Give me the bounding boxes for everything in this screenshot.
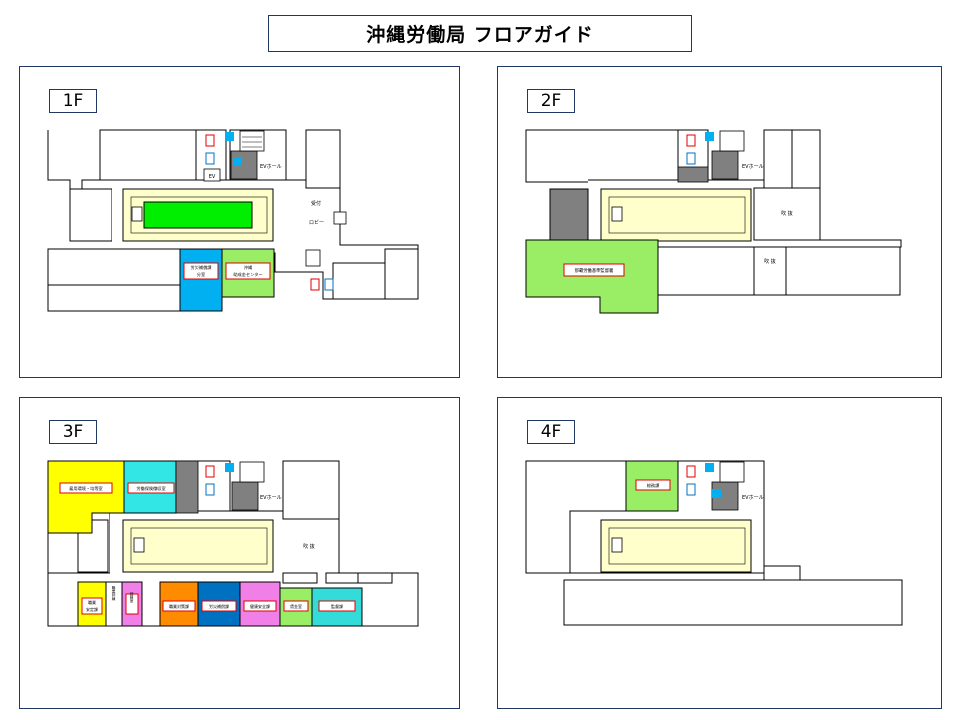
fukinuke-label: 吹 抜 xyxy=(303,543,315,550)
restroom-female-icon xyxy=(686,134,696,147)
room-label-shokugyou-kunren: 職業訓練 xyxy=(111,585,116,601)
restroom-male-icon xyxy=(686,483,696,496)
gray-room xyxy=(549,188,589,242)
floor-label-3f: 3F xyxy=(49,420,97,444)
reception-label: 受付 xyxy=(311,200,321,207)
room-block xyxy=(77,519,109,573)
stairs-icon xyxy=(719,130,745,152)
room-label-naha-kantoku: 那覇労働基準監督署 xyxy=(575,267,614,274)
floor-label-4f: 4F xyxy=(527,420,575,444)
room-label-okinawa-center-2: 助成金センター xyxy=(233,271,262,278)
room-label-kunren-shitsu: 訓練室 xyxy=(129,591,134,603)
wheelchair-icon xyxy=(705,132,714,141)
restroom-male-icon xyxy=(205,152,215,165)
atrium-inner xyxy=(608,527,746,565)
floor-plan-1f: EV EVホール ロビー 受付 労災補償課 分室 沖縄 助成金センター xyxy=(47,129,419,312)
floor-plan-3f: 雇用環境・均等室 労働保険徴収室 EVホール 吹 抜 職業 安定課 職業訓練 訓… xyxy=(47,460,419,627)
room-block xyxy=(332,262,386,300)
stairs-icon xyxy=(719,461,745,483)
room-block xyxy=(563,579,903,626)
wheelchair-icon xyxy=(705,463,714,472)
room-block xyxy=(282,572,318,584)
elevator xyxy=(203,168,221,182)
room-block xyxy=(305,129,341,189)
room-label-rousai-bunshitsu: 労災補償課 xyxy=(191,264,213,271)
room-block xyxy=(763,565,801,581)
restroom-female-icon xyxy=(686,465,696,478)
room-rousai-bunshitsu xyxy=(179,248,223,312)
page-title: 沖縄労働局 フロアガイド xyxy=(268,15,692,52)
room-label-rousai-hoshou: 労災補償課 xyxy=(209,603,229,609)
stair-core xyxy=(711,150,739,180)
gray-room xyxy=(677,166,709,183)
ev-label: EV xyxy=(209,174,216,180)
fukinuke-label: 吹 抜 xyxy=(781,210,793,217)
room-label-chingin: 賃金室 xyxy=(290,603,302,609)
room-label-soumu: 総務課 xyxy=(647,482,660,489)
floor-panel-1f: 1F EV EVホー xyxy=(19,66,460,378)
floor-panel-3f: 3F 雇用環境・均等室 労働保険徴収室 EVホール 吹 抜 xyxy=(19,397,460,709)
room-block xyxy=(753,187,821,241)
stairs-icon xyxy=(611,537,623,553)
stairs-icon xyxy=(239,461,265,483)
green-pool xyxy=(143,201,253,229)
fukinuke-label: 吹 抜 xyxy=(764,258,776,265)
room-block xyxy=(785,246,901,296)
wheelchair-icon xyxy=(712,489,721,498)
floor-plan-4f: 総務課 EVホール xyxy=(525,460,903,626)
stairs-icon xyxy=(131,206,143,222)
room-label-roudou-hoken: 労働保険徴収室 xyxy=(136,485,165,492)
restroom-female-icon xyxy=(205,465,215,478)
room-block xyxy=(384,248,419,300)
wheelchair-icon xyxy=(233,157,242,166)
atrium-inner xyxy=(130,527,268,565)
floor-label-2f: 2F xyxy=(527,89,575,113)
room-block xyxy=(357,572,393,584)
room-block xyxy=(325,572,359,584)
room-block xyxy=(657,246,755,296)
restroom-female-icon xyxy=(205,134,215,147)
lobby-label: ロビー xyxy=(309,219,324,226)
room-label-koyou-kankyou: 雇用環境・均等室 xyxy=(69,485,103,492)
room-label-shokugyou-taisaku: 職業対策課 xyxy=(169,603,189,609)
gray-room xyxy=(175,460,199,514)
room-block xyxy=(753,246,787,296)
wheelchair-icon xyxy=(225,463,234,472)
ev-hall-label: EVホール xyxy=(742,495,764,501)
restroom-male-icon xyxy=(324,278,334,291)
column xyxy=(333,211,347,225)
room-label-shokugyou-antei: 職業 xyxy=(88,599,96,605)
floor-plan-2f: 那覇労働基準監督署 EVホール 吹 抜 吹 抜 xyxy=(525,129,902,314)
stairs-icon xyxy=(239,130,265,152)
room-label-rousai-bunshitsu-2: 分室 xyxy=(197,271,205,278)
stair-core xyxy=(231,481,259,511)
restroom-male-icon xyxy=(205,483,215,496)
room-block xyxy=(763,129,793,189)
stairs-icon xyxy=(611,206,623,222)
room-label-kenkou-anzen: 健康安全課 xyxy=(250,603,270,609)
entrance-door xyxy=(305,249,321,267)
ev-hall-label: EVホール xyxy=(742,164,764,170)
restroom-female-icon xyxy=(310,278,320,291)
floor-label-1f: 1F xyxy=(49,89,97,113)
stairs-icon xyxy=(133,537,145,553)
room-block xyxy=(47,284,199,312)
room-block xyxy=(99,129,197,181)
atrium-inner xyxy=(608,196,746,234)
ev-hall-label: EVホール xyxy=(260,495,282,501)
room-label-shokugyou-antei-2: 安定課 xyxy=(86,606,98,612)
restroom-male-icon xyxy=(686,152,696,165)
floor-panel-2f: 2F 那覇労働基準監督署 EVホール 吹 抜 吹 抜 xyxy=(497,66,942,378)
ev-hall-label: EVホール xyxy=(260,164,282,170)
wheelchair-icon xyxy=(225,132,234,141)
room-block xyxy=(69,188,113,242)
floor-panel-4f: 4F 総務課 EVホール xyxy=(497,397,942,709)
room-block xyxy=(525,129,679,183)
room-label-kantoku: 監督課 xyxy=(331,603,343,609)
room-label-okinawa-center: 沖縄 xyxy=(244,264,253,271)
